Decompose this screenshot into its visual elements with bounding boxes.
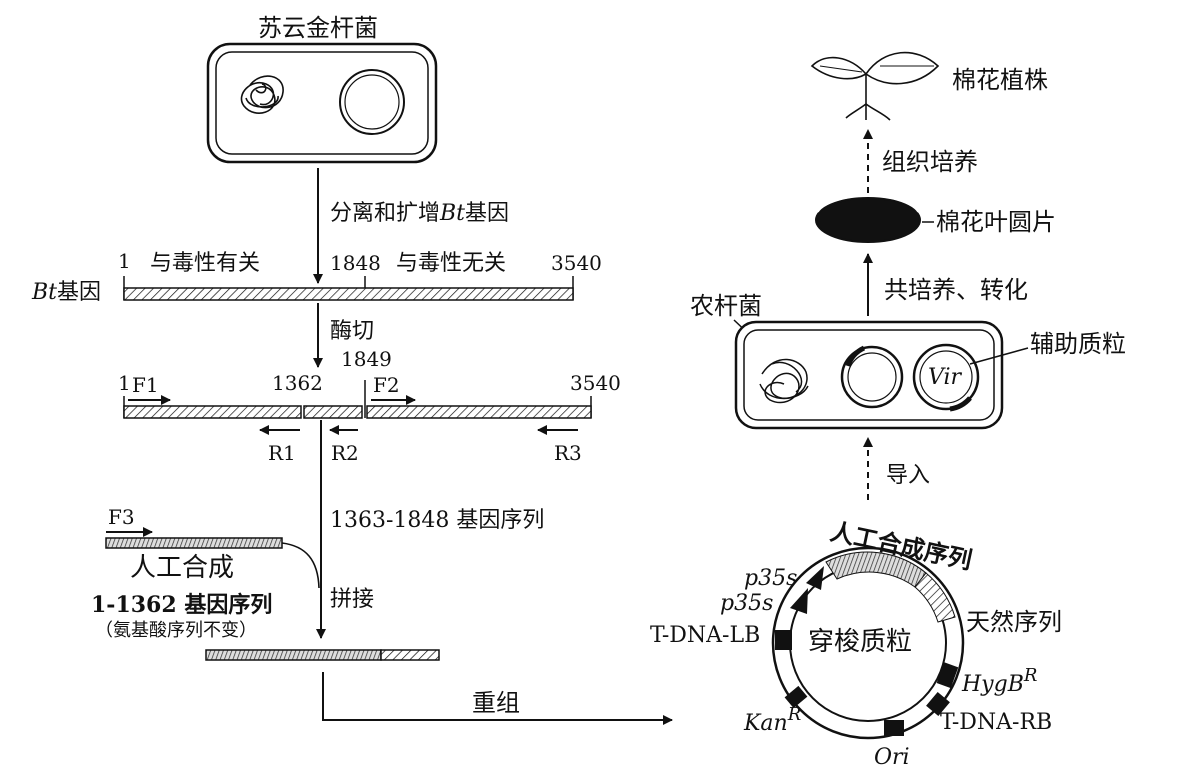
helper-plasmid-icon	[912, 343, 980, 412]
toxic-unrelated-label: 与毒性无关	[396, 251, 506, 276]
chromosome-icon	[240, 75, 284, 114]
ori-label: Ori	[874, 745, 910, 770]
pos-1848: 1848	[330, 251, 381, 275]
p35s-arrow-1	[806, 566, 824, 590]
bt-gene-label: Bt基因	[31, 280, 101, 305]
step-isolate: 分离和扩增Bt基因	[330, 201, 509, 226]
step-digest: 酶切	[330, 319, 374, 344]
arrow-recombine	[322, 672, 673, 725]
pos-1849: 1849	[341, 347, 392, 371]
primer-r3: R3	[554, 441, 582, 465]
spliced-natural-part	[380, 649, 440, 661]
primer-f3: F3	[108, 505, 135, 529]
cotton-plant-label: 棉花植株	[952, 66, 1048, 94]
artificial-note: （氨基酸序列不变）	[95, 620, 257, 641]
artificial-label-2: 1-1362 基因序列	[91, 592, 272, 618]
cotton-plant-icon	[810, 51, 940, 121]
agro-shuttle-plasmid-icon	[840, 345, 904, 409]
bacterium-cell-inner	[215, 51, 429, 155]
fragment-1363-1848	[303, 405, 363, 419]
rb-block	[926, 691, 950, 717]
agro-chromosome-icon	[759, 358, 809, 404]
plasmid-center-label: 穿梭质粒	[808, 627, 912, 657]
plasmid-natural-segment	[914, 572, 956, 623]
primer-f2: F2	[373, 373, 400, 397]
artificial-fragment-bar	[105, 537, 283, 549]
step-coculture: 共培养、转化	[884, 276, 1028, 304]
leaf-disc-rim	[817, 195, 919, 213]
kan-block	[784, 685, 808, 709]
fragment-1849-3540	[366, 405, 592, 419]
p35s-label-1: p35s	[744, 566, 797, 591]
plasmid-natural-label: 天然序列	[966, 608, 1062, 636]
toxic-related-label: 与毒性有关	[150, 251, 260, 276]
primer-f1: F1	[132, 373, 159, 397]
tdna-lb-label: T-DNA-LB	[650, 623, 760, 648]
bacterium-title: 苏云金杆菌	[258, 14, 378, 42]
leaf-disc-icon	[815, 197, 921, 243]
pos-1-mid: 1	[118, 371, 131, 395]
kan-label: KanR	[743, 704, 801, 736]
fragment-1-1362	[123, 405, 302, 419]
tdna-rb-label: T-DNA-RB	[940, 710, 1052, 735]
pos-3540-mid: 3540	[570, 371, 621, 395]
bt-gene-bar	[123, 287, 574, 301]
pos-1362: 1362	[272, 371, 323, 395]
agro-label: 农杆菌	[690, 292, 762, 320]
shuttle-plasmid	[771, 546, 965, 740]
vir-label: Vir	[928, 365, 963, 390]
p35s-label-2: p35s	[720, 591, 773, 616]
step-recombine: 重组	[472, 689, 520, 717]
plasmid-icon	[339, 69, 405, 135]
p35s-arrow-2	[790, 588, 808, 614]
step-import: 导入	[886, 463, 930, 488]
seq-1363-1848: 1363-1848 基因序列	[330, 508, 544, 533]
spliced-artificial-part	[205, 649, 382, 661]
agro-cell-outer	[734, 320, 1004, 430]
helper-pointer	[969, 347, 1029, 365]
step-tissue: 组织培养	[882, 148, 978, 176]
hygb-label: HygBR	[961, 665, 1037, 697]
leaf-disc-label: 棉花叶圆片	[936, 208, 1056, 236]
lb-block	[775, 630, 792, 650]
artificial-join-curve	[281, 542, 320, 589]
hygb-block	[936, 662, 959, 689]
ori-block	[884, 720, 904, 736]
primer-r2: R2	[331, 441, 359, 465]
pos-1-top: 1	[118, 249, 131, 273]
agro-cell-inner	[743, 329, 995, 421]
primer-r1: R1	[268, 441, 296, 465]
artificial-label-1: 人工合成	[130, 553, 234, 583]
pos-3540-top: 3540	[551, 251, 602, 275]
helper-plasmid-label: 辅助质粒	[1030, 330, 1126, 358]
step-ligate: 拼接	[330, 587, 374, 612]
